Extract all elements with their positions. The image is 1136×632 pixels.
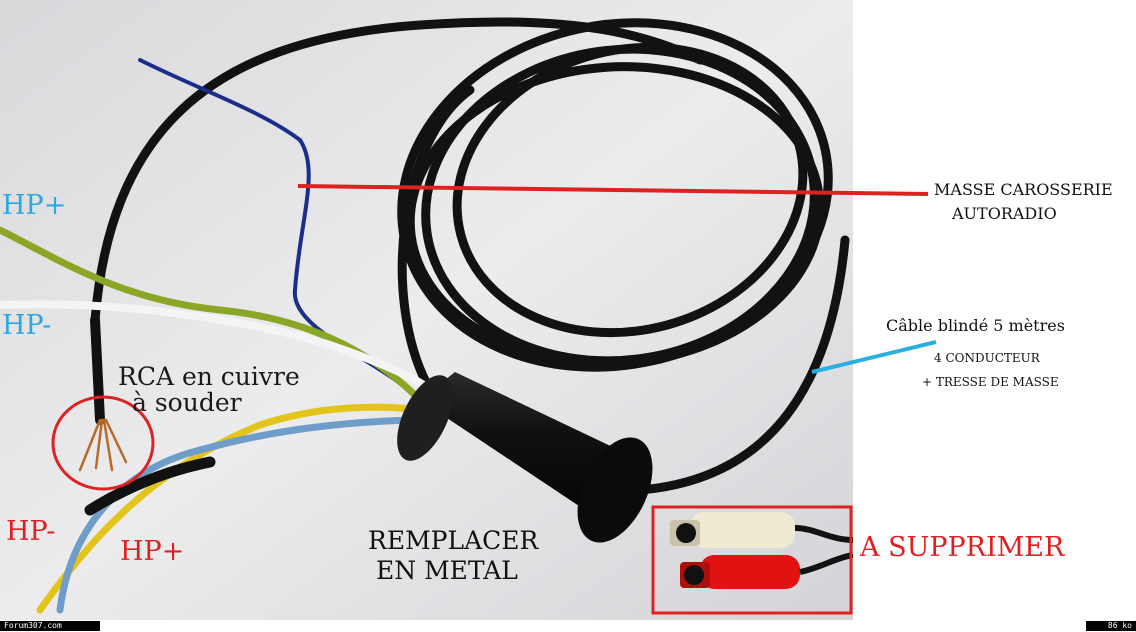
rca-label-line2: à souder (132, 388, 242, 417)
footer-site-watermark: Forum307.com (0, 621, 100, 631)
rca-label-line1: RCA en cuivre (118, 362, 300, 391)
masse-label-line2: AUTORADIO (952, 204, 1057, 223)
cable-pointer-line (811, 340, 937, 374)
filter-cylinder (397, 372, 653, 543)
remplacer-label-line1: REMPLACER (368, 526, 539, 555)
supprimer-label: A SUPPRIMER (860, 532, 1065, 563)
cable-photo (0, 0, 853, 620)
supprimer-highlight-box (651, 505, 853, 615)
wires (0, 58, 434, 614)
remplacer-label-line2: EN METAL (376, 556, 518, 585)
hp-minus-left-label: HP- (2, 310, 52, 341)
footer-file-size: 86 ko (1086, 621, 1136, 631)
masse-label-line1: MASSE CAROSSERIE (934, 180, 1113, 199)
masse-pointer-line (297, 184, 929, 196)
coiled-cable (90, 17, 850, 495)
cable-label-line2: 4 CONDUCTEUR (934, 351, 1040, 365)
hp-minus-bottom-label: HP- (6, 516, 56, 547)
hp-plus-left-label: HP+ (2, 190, 67, 221)
cable-label-line1: Câble blindé 5 mètres (886, 316, 1065, 335)
rca-plugs (670, 512, 853, 589)
cable-label-line3: + TRESSE DE MASSE (922, 375, 1059, 389)
hp-plus-bottom-label: HP+ (120, 536, 185, 567)
rca-highlight-circle (51, 395, 155, 491)
